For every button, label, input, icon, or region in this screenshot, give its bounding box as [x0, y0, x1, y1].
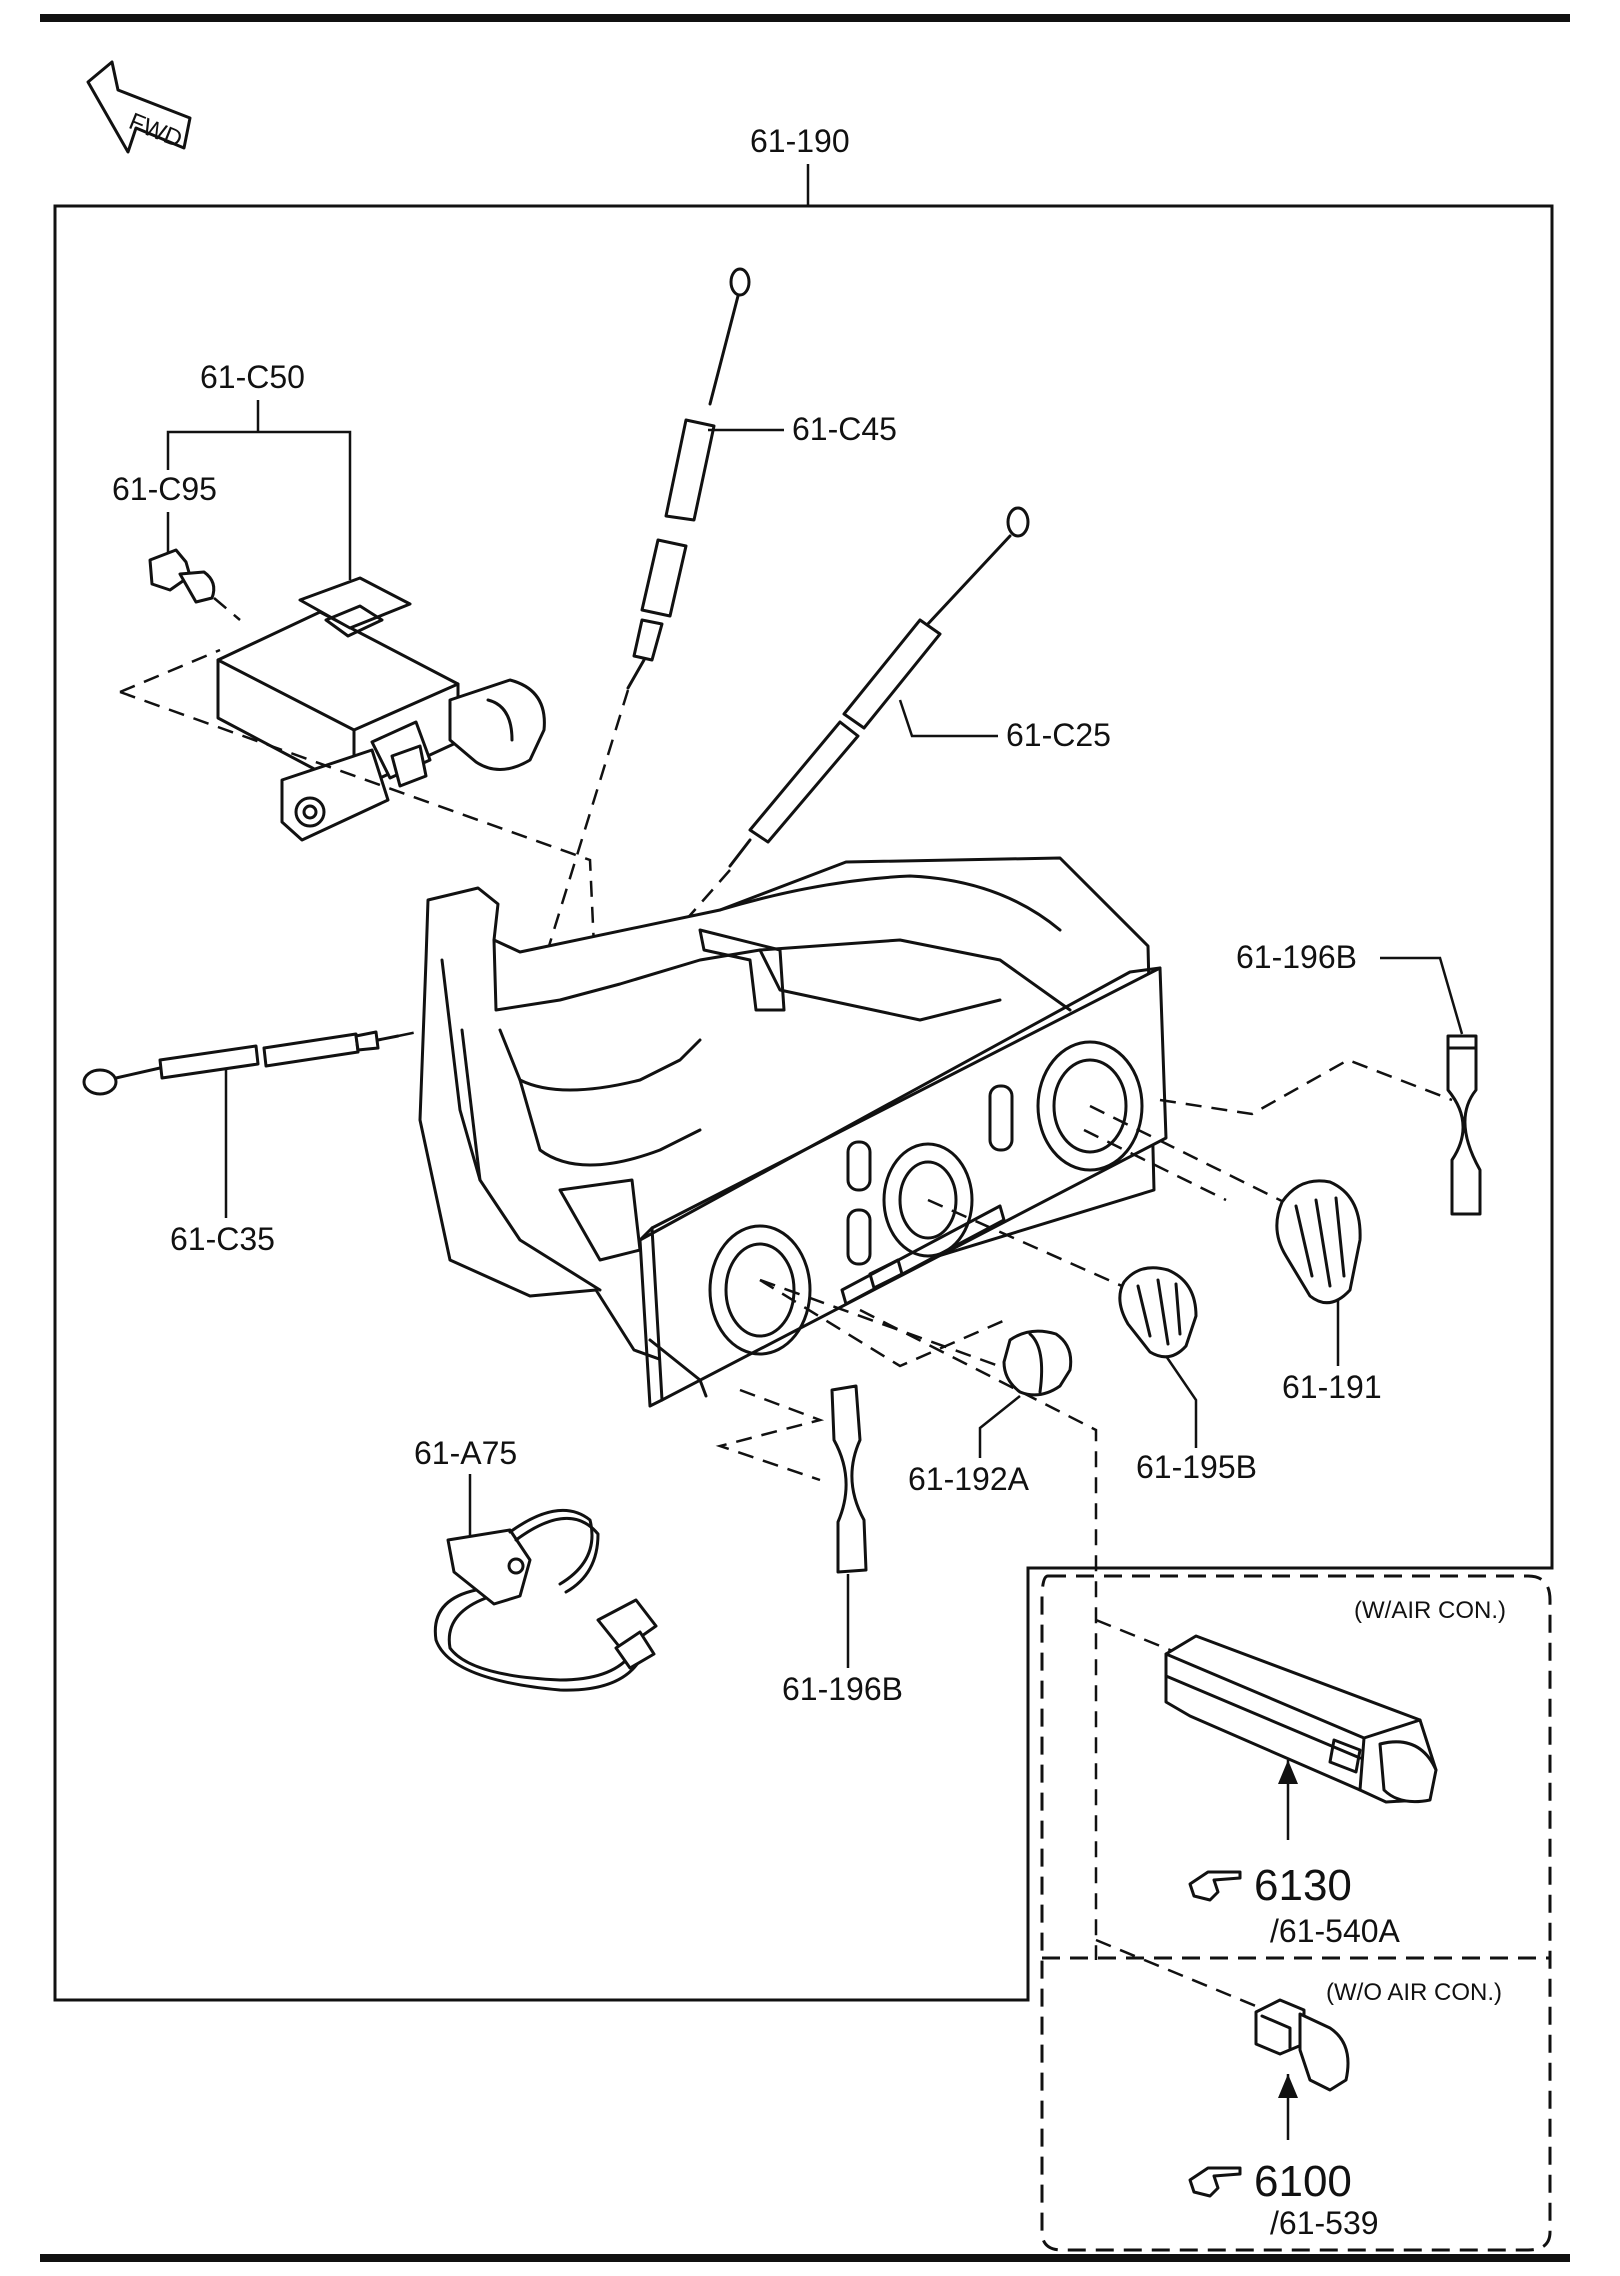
variant-no-air-con: (W/O AIR CON.) 6100 /61-539	[1188, 1979, 1502, 2241]
knob-191-part	[1275, 1179, 1362, 1305]
wire-harness-part	[433, 1508, 658, 1692]
label-assembly: 61-190	[750, 123, 850, 159]
leader-192a	[978, 1395, 1021, 1458]
knob-195b-part	[1118, 1266, 1198, 1359]
fwd-arrow-icon: FWD	[86, 60, 192, 154]
cable-c35-part	[82, 1030, 400, 1096]
bottom-rule	[40, 2254, 1570, 2262]
label-c35: 61-C35	[170, 1221, 275, 1257]
label-a75: 61-A75	[414, 1435, 517, 1471]
variant-no-air-con-subref: /61-539	[1270, 2205, 1379, 2241]
pointing-hand-icon	[1188, 2166, 1242, 2198]
cable-c45-part	[626, 267, 751, 690]
bezel-plate-right-part	[1446, 1034, 1482, 1216]
actuator-part	[216, 576, 546, 842]
top-rule	[40, 14, 1570, 22]
label-c45: 61-C45	[792, 411, 897, 447]
label-c50: 61-C50	[200, 359, 305, 395]
bezel-plate-left-part	[830, 1384, 868, 1574]
label-196b-bottom: 61-196B	[782, 1671, 903, 1707]
variant-air-con: (W/AIR CON.) 6130 /61-540A	[1164, 1597, 1506, 1949]
label-191: 61-191	[1282, 1369, 1382, 1405]
variant-no-air-con-condition: (W/O AIR CON.)	[1326, 1979, 1502, 2006]
label-c95: 61-C95	[112, 471, 217, 507]
assembly-frame	[53, 204, 1554, 2002]
label-196b-top: 61-196B	[1236, 939, 1357, 975]
pointing-hand-icon	[1188, 1870, 1242, 1902]
leader-195b	[1164, 1355, 1198, 1448]
label-192a: 61-192A	[908, 1461, 1030, 1497]
variant-no-air-con-ref: 6100	[1254, 2157, 1352, 2206]
label-195b: 61-195B	[1136, 1449, 1257, 1485]
cable-c25-part	[728, 506, 1030, 868]
variant-air-con-ref: 6130	[1254, 1861, 1352, 1910]
variant-air-con-condition: (W/AIR CON.)	[1354, 1597, 1506, 1624]
leader-196b-top	[1380, 956, 1464, 1035]
arrow-head-air-con	[1278, 1760, 1298, 1784]
label-c25: 61-C25	[1006, 717, 1111, 753]
bulb-socket-part	[148, 548, 216, 604]
leader-c25	[898, 699, 998, 738]
control-unit-housing	[418, 856, 1168, 1408]
variant-air-con-subref: /61-540A	[1270, 1913, 1401, 1949]
switch-air-con-part	[1164, 1634, 1438, 1804]
switch-no-air-con-part	[1254, 1998, 1350, 2092]
knob-192a-part	[1002, 1329, 1073, 1397]
arrow-head-no-air-con	[1278, 2074, 1298, 2098]
variant-frame-outer	[1040, 1574, 1552, 2252]
